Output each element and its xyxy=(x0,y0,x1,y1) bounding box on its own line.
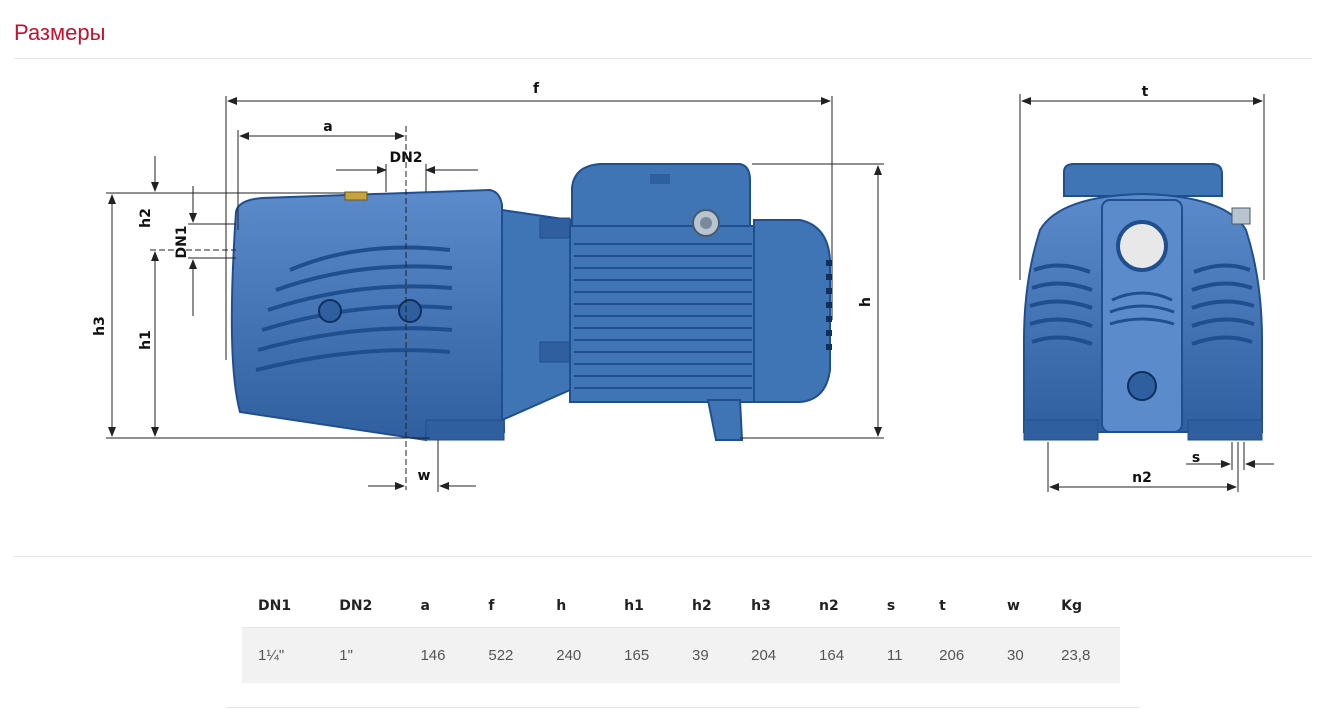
column-header: Kg xyxy=(1045,585,1120,628)
dim-label-h: h xyxy=(858,297,874,307)
table-cell: 1" xyxy=(323,627,405,683)
table-cell: 165 xyxy=(608,627,677,683)
dimensions-table: DN1 DN2 a f h h1 h2 h3 n2 s t w Kg 1¼" 1… xyxy=(242,585,1120,683)
table-row: 1¼" 1" 146 522 240 165 39 204 164 11 206… xyxy=(242,627,1120,683)
table-cell: 1¼" xyxy=(242,627,324,683)
column-header: DN2 xyxy=(323,585,405,628)
table-header-row: DN1 DN2 a f h h1 h2 h3 n2 s t w Kg xyxy=(242,585,1120,628)
dim-label-dn2: DN2 xyxy=(389,150,422,166)
column-header: h xyxy=(540,585,609,628)
column-header: a xyxy=(404,585,473,628)
dim-label-h2: h2 xyxy=(138,208,154,228)
table-cell: 164 xyxy=(803,627,871,683)
column-header: t xyxy=(923,585,992,628)
table-cell: 30 xyxy=(991,627,1046,683)
pump-side-view xyxy=(230,163,832,442)
column-header: h2 xyxy=(676,585,736,628)
dim-label-n2: n2 xyxy=(1132,470,1152,486)
divider xyxy=(14,58,1312,59)
table-cell: 11 xyxy=(870,627,924,683)
table-cell: 23,8 xyxy=(1045,627,1120,683)
column-header: w xyxy=(991,585,1046,628)
dim-label-dn1: DN1 xyxy=(174,225,190,258)
column-header: s xyxy=(870,585,924,628)
column-header: h1 xyxy=(608,585,677,628)
divider xyxy=(14,556,1312,557)
table-cell: 146 xyxy=(404,627,473,683)
table-cell: 204 xyxy=(735,627,804,683)
table-cell: 206 xyxy=(923,627,992,683)
column-header: h3 xyxy=(735,585,804,628)
section-title: Размеры xyxy=(14,20,106,45)
column-header: DN1 xyxy=(242,585,324,628)
dim-label-w: w xyxy=(418,468,431,484)
table-cell: 39 xyxy=(676,627,736,683)
divider xyxy=(226,707,1140,708)
dim-label-t: t xyxy=(1142,84,1149,100)
column-header: n2 xyxy=(803,585,871,628)
table-cell: 240 xyxy=(540,627,609,683)
dim-label-h3: h3 xyxy=(92,316,108,336)
side-view-dimensions xyxy=(106,96,884,492)
dim-label-h1: h1 xyxy=(138,330,154,350)
dim-label-f: f xyxy=(533,81,540,97)
dim-label-a: a xyxy=(323,119,332,135)
table-cell: 522 xyxy=(472,627,541,683)
pump-front-view xyxy=(1023,163,1263,441)
dim-label-s: s xyxy=(1192,450,1200,466)
column-header: f xyxy=(472,585,541,628)
front-view-dimensions xyxy=(1019,94,1274,492)
pump-dimension-drawing: f a DN2 h2 DN1 h3 h1 h w xyxy=(92,81,1274,492)
